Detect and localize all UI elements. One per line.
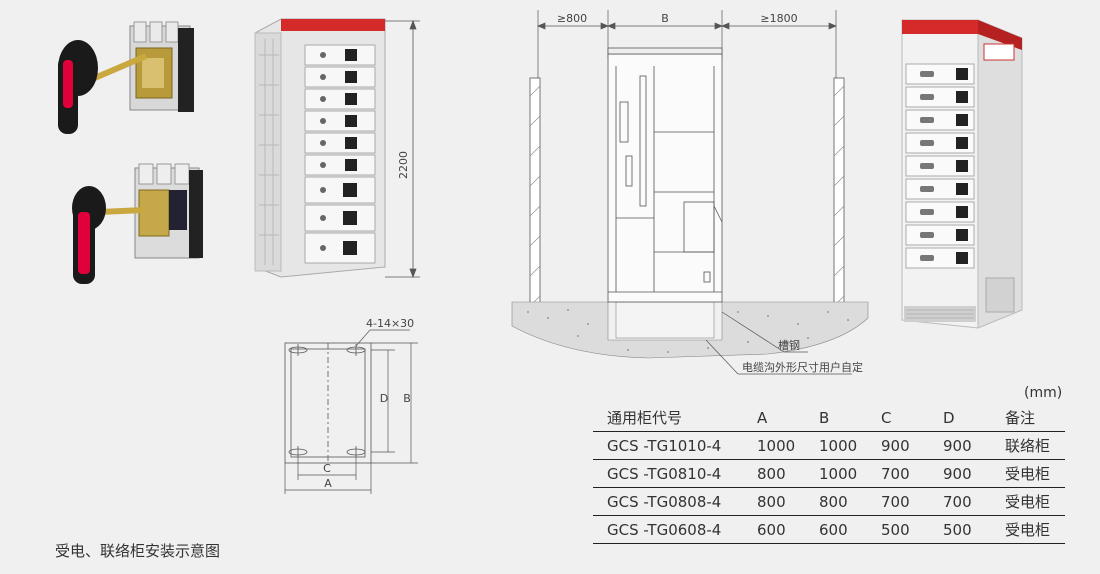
unit-label: (mm) (1024, 385, 1063, 401)
product-drawer-meters (956, 68, 968, 264)
rotary-handle-upper-image (58, 21, 194, 134)
table-cell: 700 (881, 487, 943, 516)
table-cell: 1000 (819, 431, 881, 460)
plan-dimensions (284, 329, 418, 494)
table-row: GCS -TG0608-4 600 600 500 500 受电柜 (593, 515, 1065, 544)
table-cell: GCS -TG0608-4 (593, 515, 757, 544)
figure-caption: 受电、联络柜安装示意图 (55, 542, 221, 560)
table-cell: 1000 (757, 431, 819, 460)
table-cell: 700 (881, 459, 943, 488)
table-cell: 500 (943, 515, 1005, 544)
table-cell: 900 (943, 431, 1005, 460)
table-cell: 受电柜 (1005, 459, 1065, 488)
table-cell: 500 (881, 515, 943, 544)
mount-plan-diagram: 4-14×30 D B C A (284, 317, 418, 494)
table-cell: 800 (757, 459, 819, 488)
table-cell: 900 (881, 431, 943, 460)
handle-knob (58, 40, 98, 134)
callout-leaders (705, 311, 852, 375)
table-row: GCS -TG1010-4 1000 1000 900 900 联络柜 (593, 431, 1065, 460)
table-cell: 800 (819, 487, 881, 516)
table-cell: 600 (819, 515, 881, 544)
table-cell: 受电柜 (1005, 515, 1065, 544)
depth-label: B (661, 12, 669, 25)
cabinet-front-image: 2200 (254, 18, 420, 279)
drawer-meters (343, 49, 357, 255)
dim-a-label: A (324, 477, 332, 490)
table-cell: GCS -TG0810-4 (593, 459, 757, 488)
table-cell: GCS -TG0808-4 (593, 487, 757, 516)
cabinet-product-image (901, 19, 1023, 329)
cable-trench (615, 301, 715, 339)
dim-b-label: B (403, 392, 411, 405)
table-cell: 1000 (819, 459, 881, 488)
column-header: 通用柜代号 (593, 404, 757, 432)
table-cell: 800 (757, 487, 819, 516)
channel-steel-callout: 槽钢 (778, 339, 800, 352)
mounting-slots (288, 344, 366, 458)
height-label: 2200 (397, 151, 410, 179)
drawer-units (304, 44, 376, 264)
height-dimension (385, 19, 420, 279)
front-clearance-label: ≥800 (557, 12, 587, 25)
column-header: 备注 (1005, 404, 1065, 432)
drive-shaft (88, 53, 148, 83)
table-cell: 联络柜 (1005, 431, 1065, 460)
table-cell: 700 (943, 487, 1005, 516)
plan-outline (284, 342, 372, 464)
table-cell: GCS -TG1010-4 (593, 431, 757, 460)
table-cell: 600 (757, 515, 819, 544)
side-section-diagram: ≥800 B ≥1800 (511, 10, 869, 375)
column-header: D (943, 404, 1005, 432)
concrete-floor (511, 301, 869, 359)
drive-shaft (98, 207, 146, 215)
rotary-handle-lower-image (72, 163, 203, 284)
trench-callout: 电缆沟外形尺寸用户自定 (742, 360, 863, 374)
drawer-handles (320, 52, 326, 251)
breaker-body (134, 163, 203, 259)
table-header-row: 通用柜代号 A B C D 备注 (593, 404, 1065, 432)
spec-table: 通用柜代号 A B C D 备注 GCS -TG1010-4 1000 1000… (593, 404, 1065, 544)
column-header: A (757, 404, 819, 432)
cabinet-section (607, 47, 723, 303)
breaker-body (129, 21, 194, 112)
table-cell: 受电柜 (1005, 487, 1065, 516)
rear-clearance-label: ≥1800 (760, 12, 797, 25)
dim-c-label: C (323, 462, 331, 475)
dim-d-label: D (380, 392, 388, 405)
hole-spec-label: 4-14×30 (366, 317, 414, 330)
table-cell: 900 (943, 459, 1005, 488)
table-row: GCS -TG0810-4 800 1000 700 900 受电柜 (593, 459, 1065, 488)
column-header: C (881, 404, 943, 432)
column-header: B (819, 404, 881, 432)
table-row: GCS -TG0808-4 800 800 700 700 受电柜 (593, 487, 1065, 516)
handle-knob (72, 186, 106, 284)
product-drawer-handles (920, 71, 934, 261)
top-dimensions (537, 10, 837, 78)
